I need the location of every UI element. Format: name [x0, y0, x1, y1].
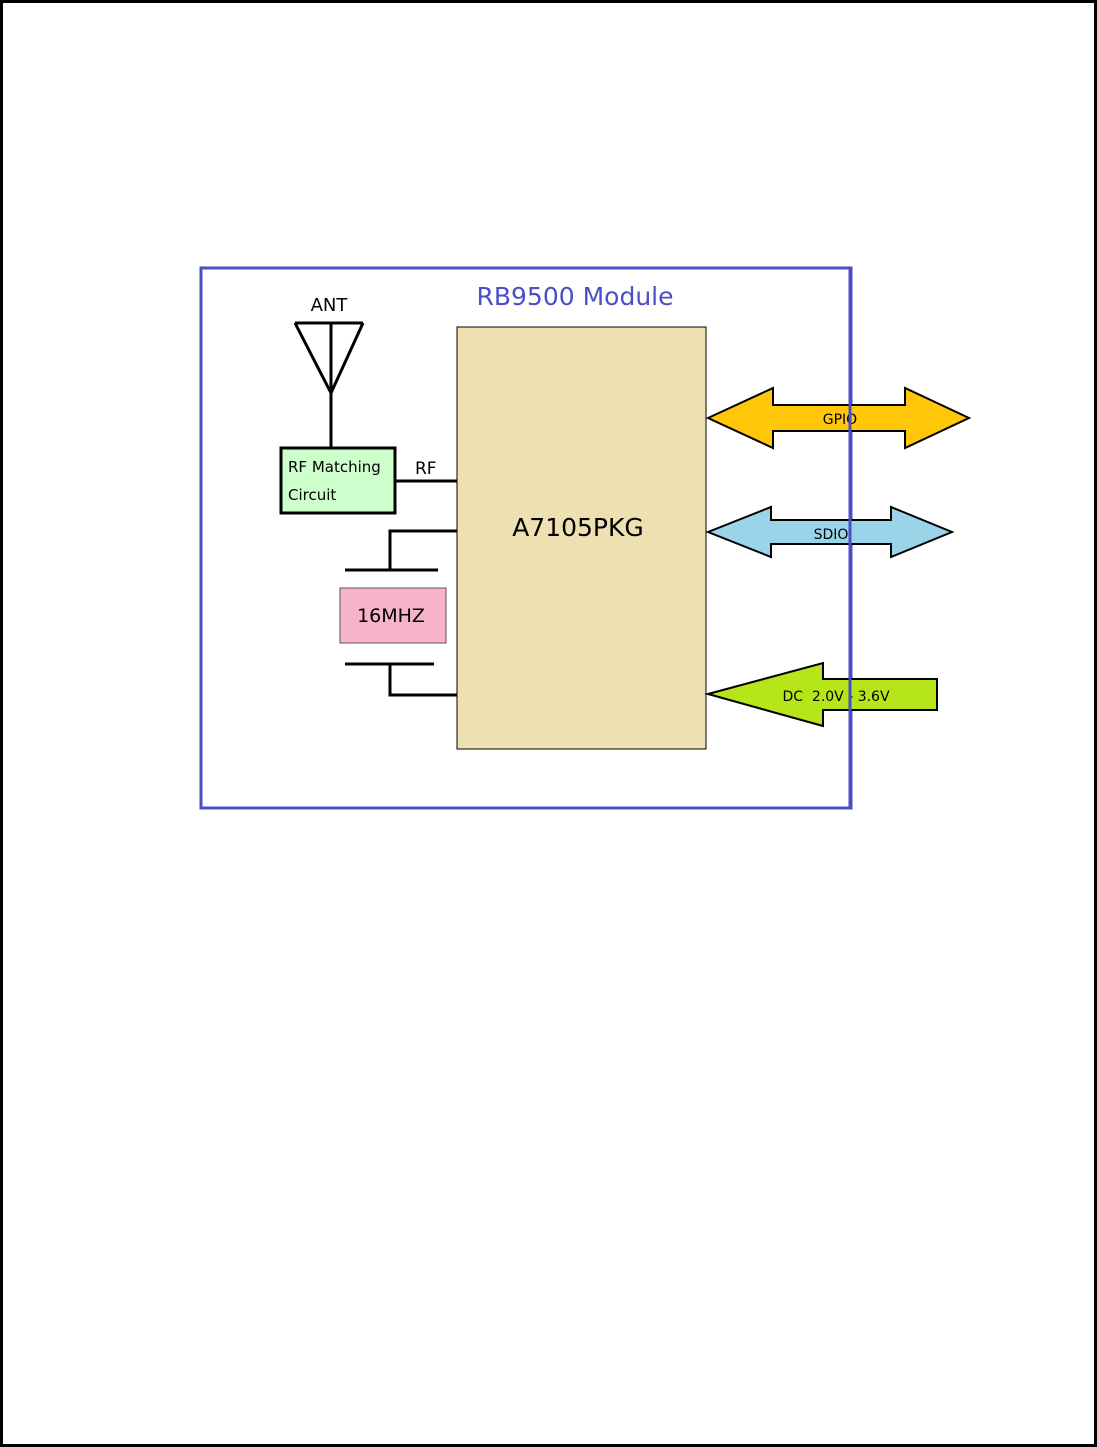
rf-matching-label-line2: Circuit — [288, 486, 336, 504]
chip-label: A7105PKG — [512, 513, 644, 542]
gpio-label: GPIO — [823, 412, 857, 428]
rf-signal-label: RF — [415, 459, 437, 479]
power-label: DC 2.0V - 3.6V — [782, 689, 890, 705]
block-diagram: RB9500 Module ANT RF Matching Circuit RF… — [3, 3, 1097, 1447]
crystal-label: 16MHZ — [357, 605, 425, 627]
rf-matching-label-line1: RF Matching — [288, 458, 381, 476]
sdio-label: SDIO — [814, 527, 849, 543]
antenna-label: ANT — [311, 295, 349, 316]
module-title: RB9500 Module — [477, 282, 674, 311]
antenna-icon — [295, 323, 363, 448]
